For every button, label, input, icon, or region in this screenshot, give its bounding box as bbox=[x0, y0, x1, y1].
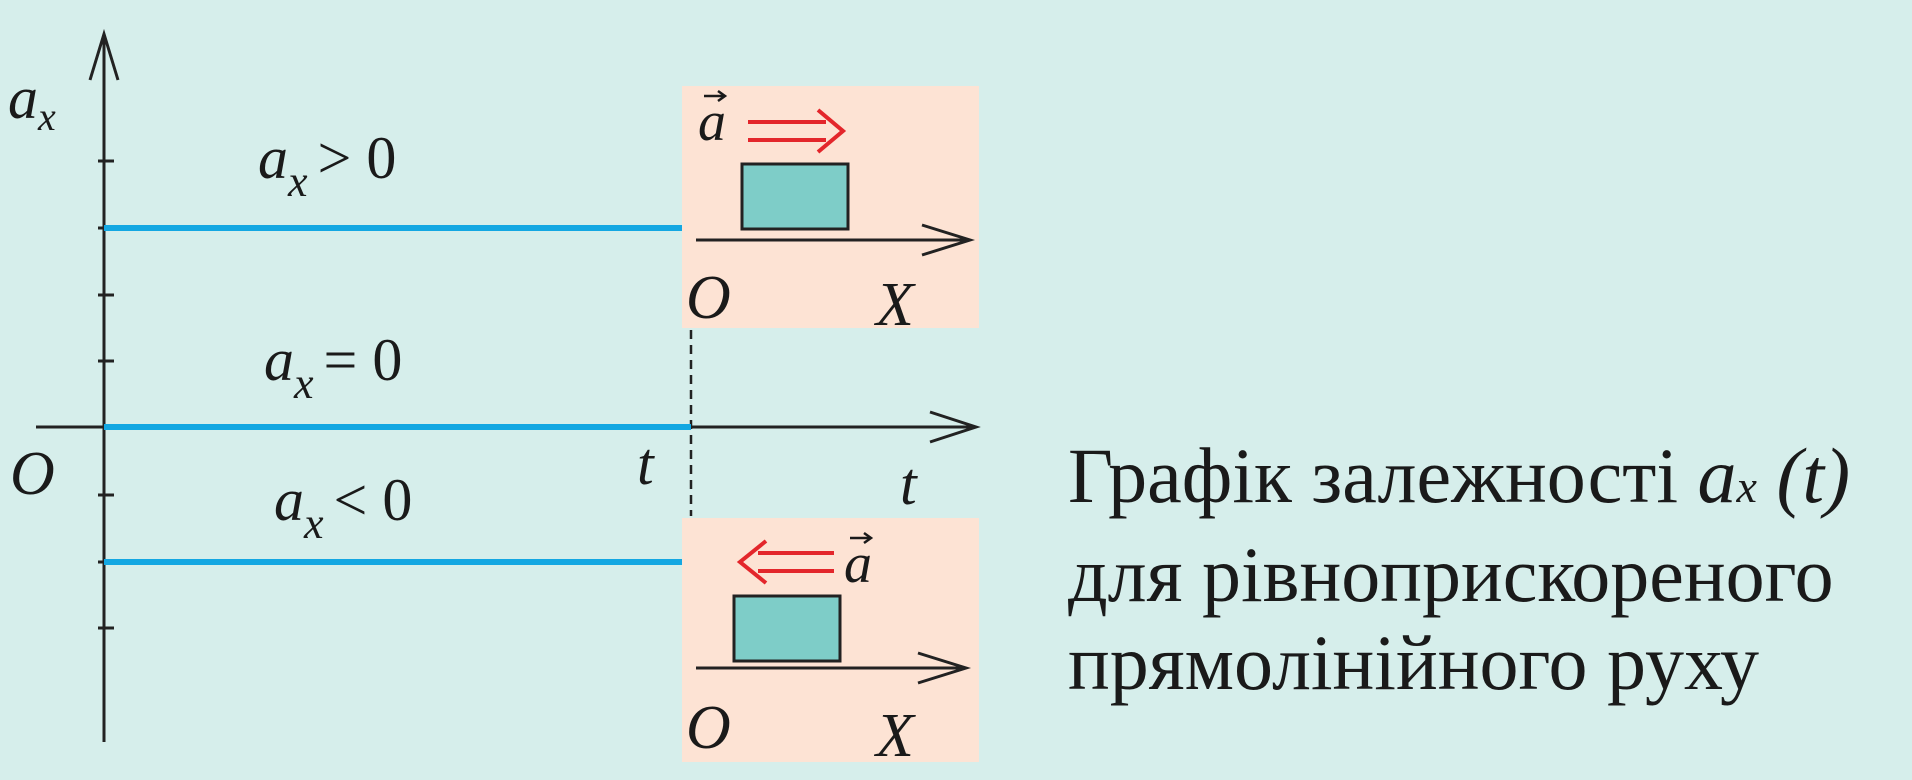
bottom-x-axis-arrowhead bbox=[917, 651, 972, 685]
label-zero: ax= 0 bbox=[264, 327, 402, 408]
t-axis-arrowhead bbox=[929, 410, 981, 444]
top-vector-label: a bbox=[698, 91, 726, 153]
acceleration-graph: ax O t t ax> 0 ax= 0 ax< 0 a O X a bbox=[8, 28, 981, 770]
top-x-axis-arrowhead bbox=[921, 223, 976, 257]
caption-line-3: прямолінійного руху bbox=[1068, 619, 1759, 706]
y-axis-label: ax bbox=[8, 65, 56, 139]
label-negative: ax< 0 bbox=[274, 467, 412, 548]
top-x-label: X bbox=[873, 271, 916, 339]
caption-line-1-text: Графік залежності bbox=[1068, 432, 1679, 519]
y-axis-arrowhead bbox=[88, 28, 120, 81]
top-vector-arrow-icon bbox=[704, 89, 728, 103]
bottom-block bbox=[732, 594, 842, 663]
acceleration-arrow-right-icon bbox=[748, 108, 847, 154]
top-block bbox=[740, 162, 850, 231]
top-origin-label: O bbox=[686, 264, 731, 332]
origin-label: O bbox=[10, 440, 55, 508]
label-positive: ax> 0 bbox=[258, 125, 396, 206]
bottom-vector-label: a bbox=[844, 533, 872, 595]
caption-line-1: Графік залежності ax (t) bbox=[1068, 432, 1850, 531]
caption-math: ax (t) bbox=[1697, 432, 1851, 519]
bottom-x-label: X bbox=[873, 702, 916, 770]
caption: Графік залежності ax (t) для рівноприско… bbox=[1068, 432, 1850, 707]
t-axis-label: t bbox=[900, 451, 918, 517]
top-illustration: a O X bbox=[686, 89, 976, 339]
caption-line-2: для рівноприскореного bbox=[1068, 531, 1834, 618]
bottom-vector-arrow-icon bbox=[850, 531, 874, 545]
t-marker-label: t bbox=[637, 431, 655, 497]
acceleration-arrow-left-icon bbox=[736, 539, 834, 585]
bottom-origin-label: O bbox=[686, 694, 731, 762]
bottom-illustration: a O X bbox=[686, 531, 972, 770]
y-axis-ticks bbox=[98, 159, 114, 630]
